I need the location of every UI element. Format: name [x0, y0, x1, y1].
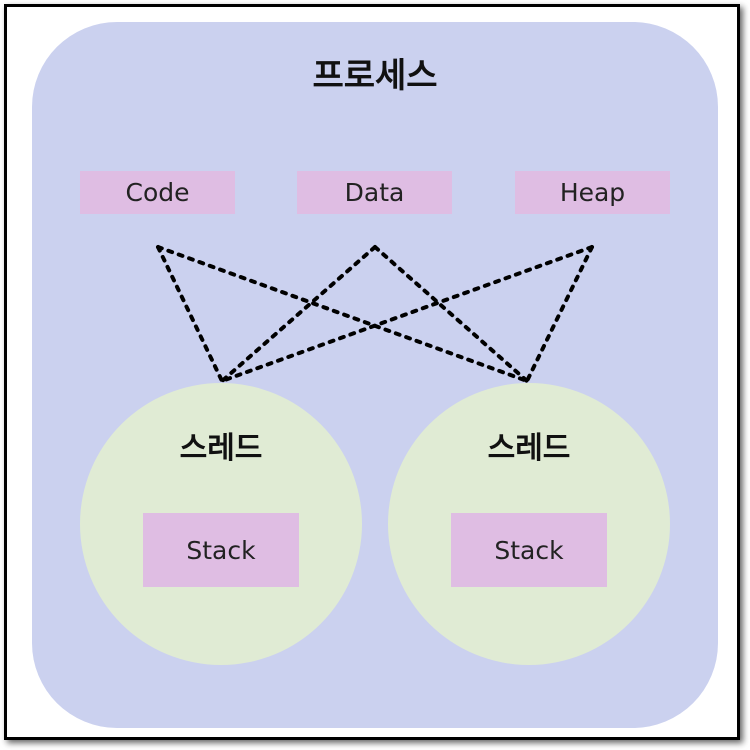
- heap-segment: Heap: [515, 171, 670, 214]
- data-to-thread-1-line: [220, 245, 377, 383]
- process-title: 프로세스: [312, 56, 438, 96]
- heap-to-thread-2-line: [525, 245, 594, 383]
- thread-1-stack: Stack: [143, 513, 299, 587]
- data-segment: Data: [297, 171, 452, 214]
- thread-1-label: 스레드: [179, 431, 263, 466]
- thread-2-stack: Stack: [451, 513, 607, 587]
- thread-1: 스레드 Stack: [80, 383, 362, 665]
- code-to-thread-1-line: [156, 245, 224, 383]
- code-to-thread-2-line: [156, 245, 529, 383]
- code-segment: Code: [80, 171, 235, 214]
- heap-to-thread-1-line: [220, 245, 594, 383]
- data-to-thread-2-line: [373, 245, 529, 383]
- thread-2: 스레드 Stack: [388, 383, 670, 665]
- outer-border: [4, 4, 740, 740]
- thread-2-label: 스레드: [487, 431, 571, 466]
